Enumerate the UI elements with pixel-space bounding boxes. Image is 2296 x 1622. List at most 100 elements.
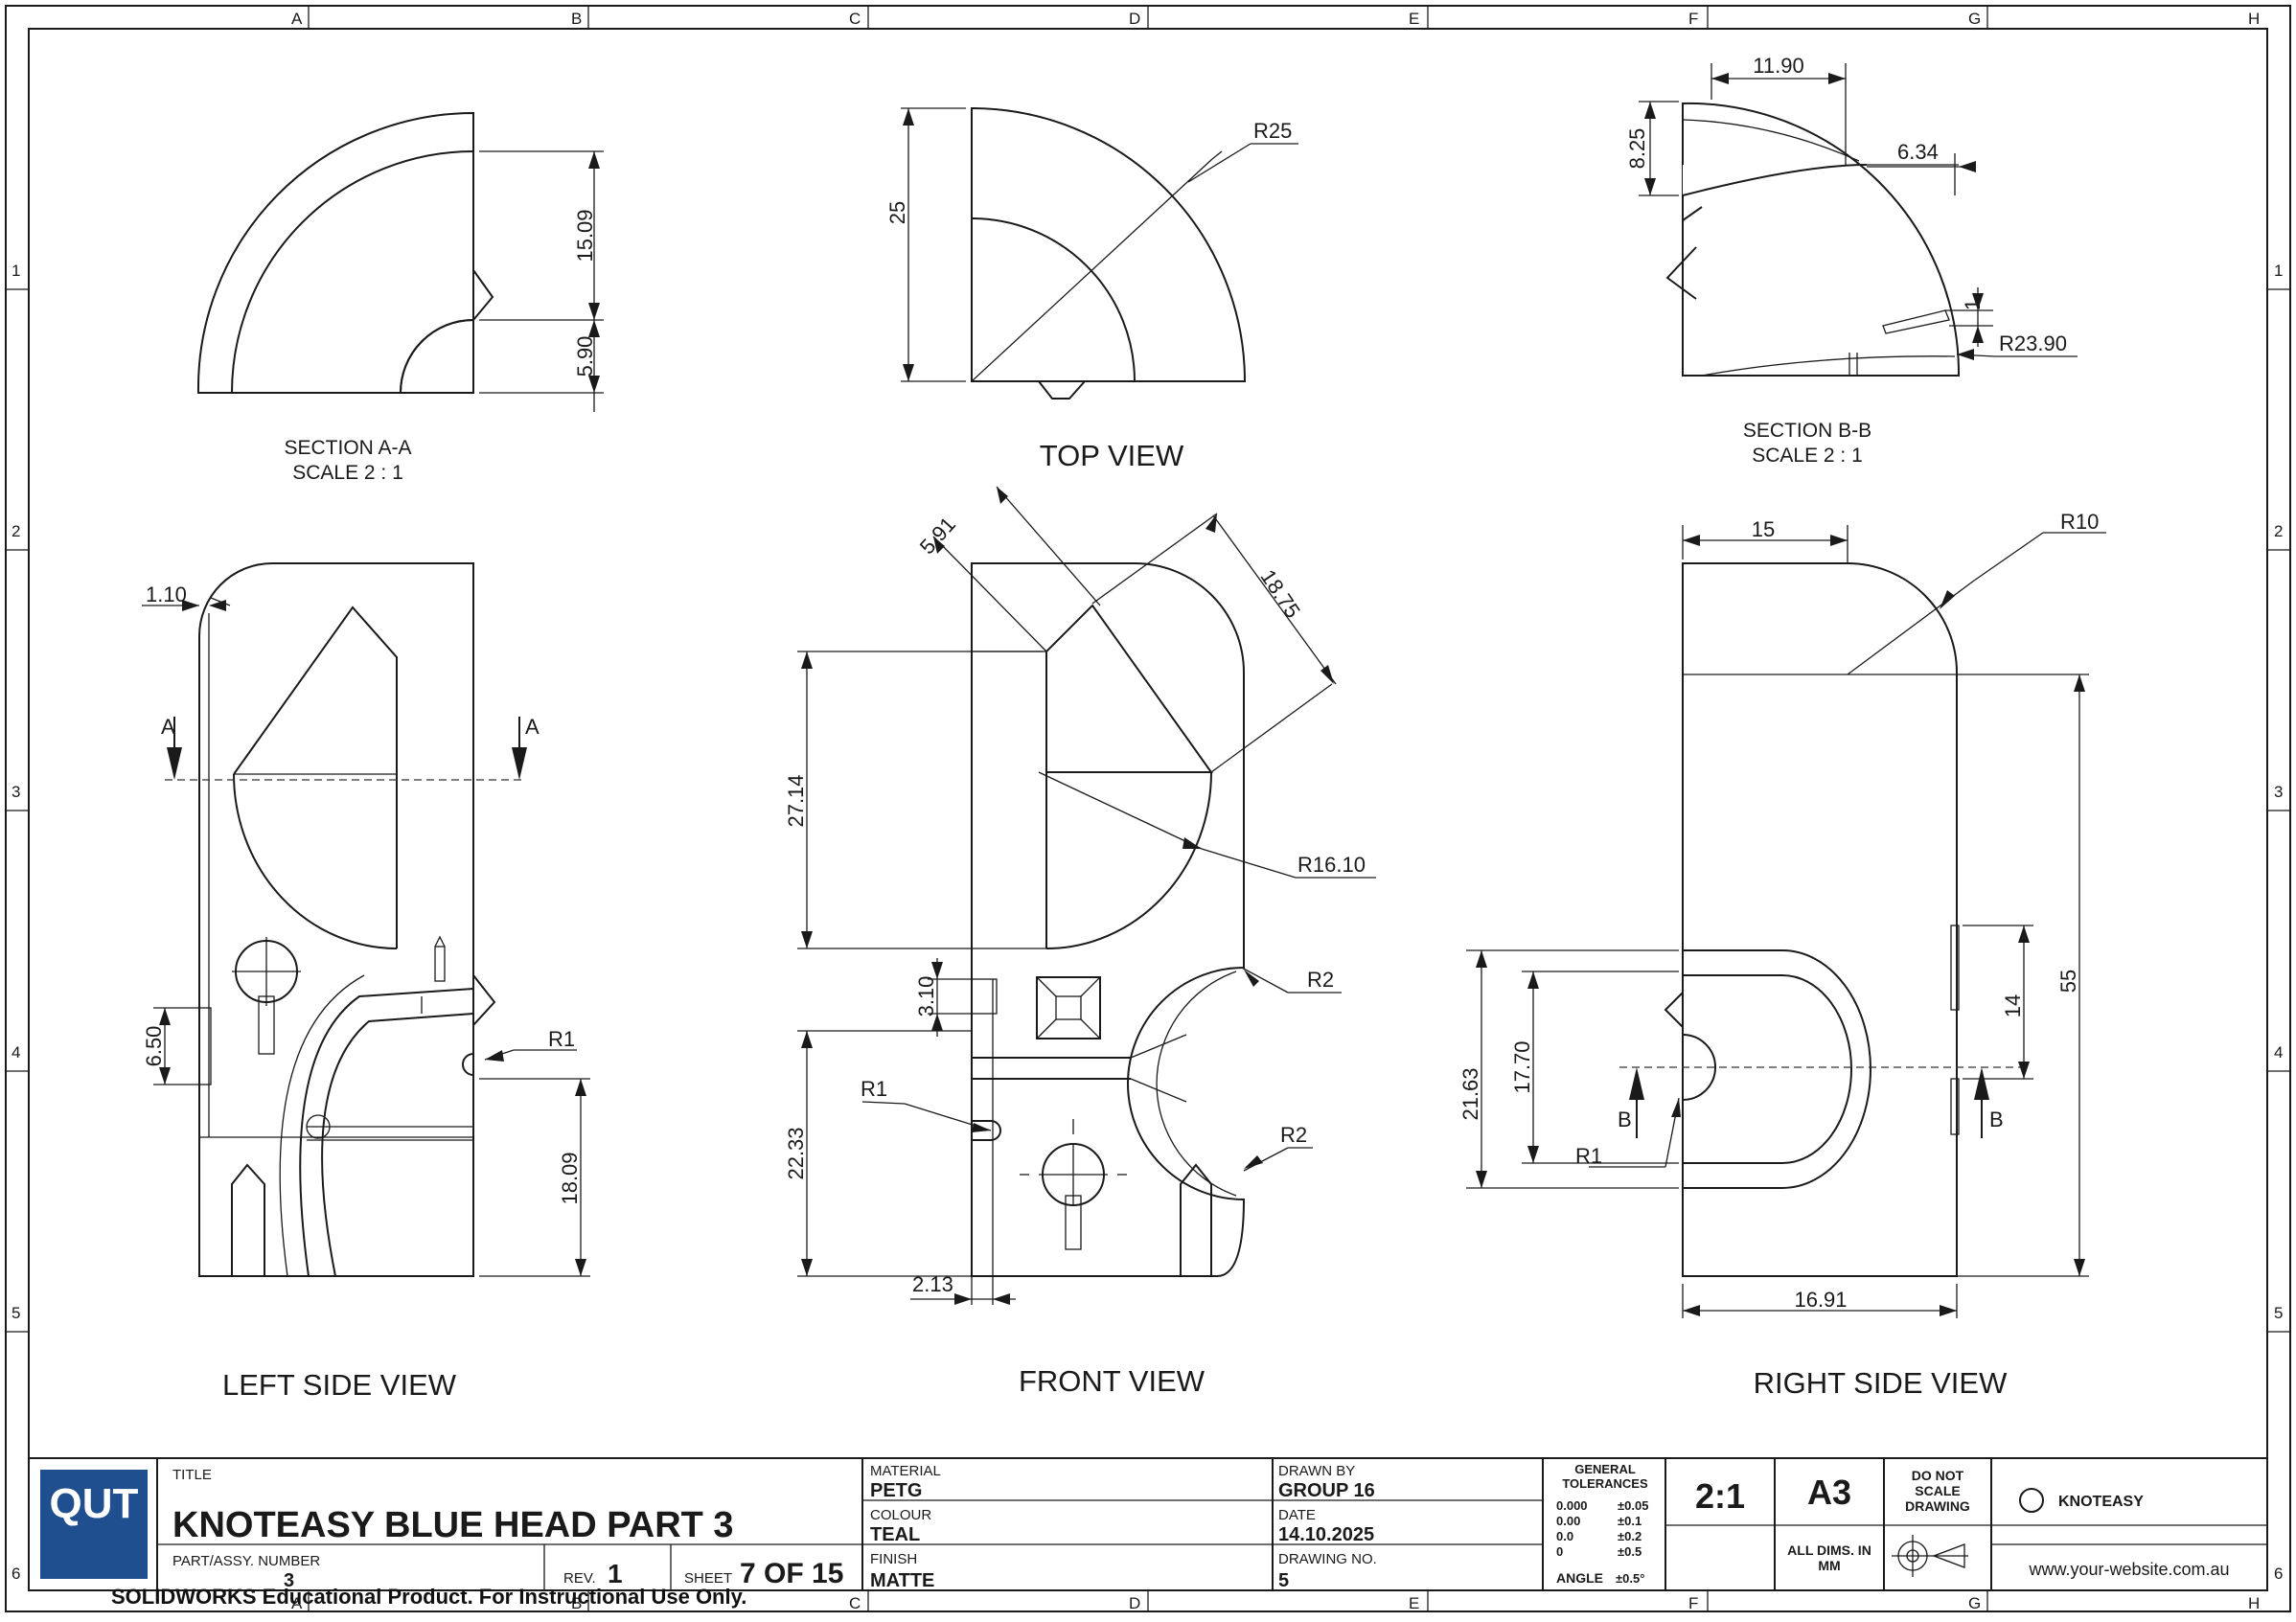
svg-text:5: 5 — [11, 1304, 20, 1322]
dim-6-34: 6.34 — [1897, 140, 1939, 164]
svg-text:B: B — [571, 10, 582, 28]
front-view-title: FRONT VIEW — [1019, 1364, 1205, 1398]
svg-text:±0.1: ±0.1 — [1618, 1514, 1642, 1528]
dim-2-13: 2.13 — [912, 1272, 953, 1296]
date-value: 14.10.2025 — [1278, 1524, 1374, 1545]
right-side-view: B B — [1458, 510, 2106, 1400]
dim-25: 25 — [885, 201, 909, 224]
do-not-scale-note: DO NOT SCALE DRAWING — [1905, 1468, 1970, 1514]
cut-label-b-right: B — [1989, 1108, 2004, 1131]
dim-r1-right: R1 — [1575, 1144, 1602, 1168]
section-bb-view: 11.90 8.25 6.34 1 R23.90 SECTION B-B SCA… — [1625, 54, 2078, 467]
svg-text:0.00: 0.00 — [1556, 1514, 1580, 1528]
svg-text:D: D — [1129, 1594, 1140, 1612]
left-side-view: A A — [142, 562, 590, 1402]
svg-text:G: G — [1968, 10, 1981, 28]
svg-text:0.000: 0.000 — [1556, 1498, 1588, 1513]
svg-text:6: 6 — [11, 1565, 20, 1583]
svg-text:E: E — [1409, 1594, 1419, 1612]
dim-18-75: 18.75 — [1255, 565, 1305, 623]
top-view: R25 25 TOP VIEW — [885, 106, 1298, 472]
date-label: DATE — [1278, 1507, 1316, 1523]
section-aa-title: SECTION A-A — [284, 437, 411, 459]
title-block: QUT TITLE KNOTEASY BLUE HEAD PART 3 PART… — [29, 1457, 2267, 1591]
svg-text:F: F — [1688, 10, 1698, 28]
svg-text:5: 5 — [2274, 1304, 2283, 1322]
rev-label: REV. — [563, 1570, 596, 1587]
material-label: MATERIAL — [870, 1463, 941, 1479]
svg-text:D: D — [1129, 10, 1140, 28]
colour-label: COLOUR — [870, 1507, 931, 1523]
dim-11-90: 11.90 — [1753, 54, 1803, 78]
qut-logo — [40, 1470, 148, 1579]
company-website: www.your-website.com.au — [2028, 1560, 2229, 1579]
svg-text:B: B — [571, 1594, 582, 1612]
finish-label: FINISH — [870, 1551, 917, 1567]
svg-text:±0.2: ±0.2 — [1618, 1529, 1642, 1543]
svg-text:±0.05: ±0.05 — [1618, 1498, 1648, 1513]
svg-text:H: H — [2248, 10, 2260, 28]
svg-text:4: 4 — [11, 1043, 20, 1062]
dim-5-91: 5.91 — [915, 513, 960, 560]
dim-3-10: 3.10 — [914, 976, 938, 1017]
svg-text:±0.5°: ±0.5° — [1616, 1571, 1644, 1586]
right-side-view-title: RIGHT SIDE VIEW — [1754, 1366, 2008, 1400]
svg-text:A: A — [291, 1594, 303, 1612]
cut-label-a-left: A — [161, 715, 175, 739]
dim-14: 14 — [2001, 994, 2025, 1017]
svg-text:0: 0 — [1556, 1544, 1563, 1559]
company-name: KNOTEASY — [2058, 1494, 2144, 1510]
rev-value: 1 — [608, 1559, 623, 1588]
dim-r1-left: R1 — [548, 1027, 575, 1051]
dim-21-63: 21.63 — [1458, 1067, 1482, 1120]
svg-text:6: 6 — [2274, 1565, 2283, 1583]
dim-r25: R25 — [1253, 119, 1292, 143]
dim-55: 55 — [2056, 970, 2080, 993]
section-bb-title: SECTION B-B — [1743, 420, 1871, 442]
dim-16-91: 16.91 — [1794, 1288, 1847, 1312]
sheet-value: 7 OF 15 — [740, 1558, 843, 1589]
zone-labels: A B C D E F G H A B C D E F G H 1 2 3 4 … — [11, 10, 2283, 1612]
dim-r2-bottom: R2 — [1280, 1123, 1307, 1147]
svg-text:2: 2 — [11, 522, 20, 540]
drawing-no-value: 5 — [1278, 1570, 1289, 1591]
company-circle-icon — [2019, 1488, 2044, 1513]
svg-text:1: 1 — [2274, 262, 2283, 280]
front-view: 5.91 18.75 27.14 R16.10 3.10 R2 22.33 R1… — [784, 486, 1376, 1398]
projection-symbol-icon — [1892, 1535, 1968, 1577]
tolerances-table: 0.000 ±0.05 0.00 ±0.1 0.0 ±0.2 0 ±0.5 AN… — [1556, 1498, 1648, 1586]
dim-1-10: 1.10 — [146, 583, 187, 606]
svg-text:3: 3 — [2274, 783, 2283, 801]
svg-text:C: C — [849, 10, 861, 28]
finish-value: MATTE — [870, 1570, 934, 1591]
dim-r1-front: R1 — [861, 1077, 887, 1101]
watermark: SOLIDWORKS Educational Product. For Inst… — [111, 1585, 746, 1609]
svg-text:G: G — [1968, 1594, 1981, 1612]
svg-text:1: 1 — [11, 262, 20, 280]
tolerances-label: GENERAL TOLERANCES — [1562, 1462, 1648, 1491]
drawing-title: KNOTEASY BLUE HEAD PART 3 — [172, 1505, 734, 1545]
scale-value: 2:1 — [1695, 1476, 1745, 1516]
top-view-title: TOP VIEW — [1040, 439, 1184, 472]
drawn-by-value: GROUP 16 — [1278, 1480, 1375, 1501]
dim-1: 1 — [1961, 299, 1985, 310]
colour-value: TEAL — [870, 1524, 920, 1545]
left-side-view-title: LEFT SIDE VIEW — [222, 1368, 457, 1402]
svg-text:H: H — [2248, 1594, 2260, 1612]
svg-text:C: C — [849, 1594, 861, 1612]
dim-27-14: 27.14 — [784, 774, 808, 827]
qut-logo-text: QUT — [50, 1480, 139, 1527]
dim-6-50: 6.50 — [142, 1026, 166, 1067]
svg-text:4: 4 — [2274, 1043, 2283, 1062]
svg-text:ANGLE: ANGLE — [1556, 1570, 1603, 1586]
dim-15-09: 15.09 — [573, 209, 597, 262]
dim-15: 15 — [1752, 517, 1775, 541]
svg-text:E: E — [1409, 10, 1419, 28]
paper-size: A3 — [1807, 1473, 1851, 1512]
section-aa-view: 15.09 5.90 SECTION A-A SCALE 2 : 1 — [196, 111, 604, 484]
dim-r16-10: R16.10 — [1297, 853, 1366, 877]
cut-label-b-left: B — [1618, 1108, 1632, 1131]
sheet-label: SHEET — [684, 1570, 732, 1587]
